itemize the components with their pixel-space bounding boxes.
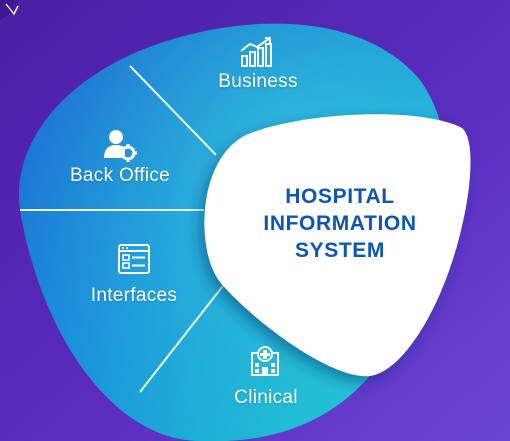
segment-label-clinical: Clinical xyxy=(234,387,298,408)
user-gear-icon xyxy=(103,128,137,162)
corner-decoration xyxy=(0,0,19,20)
segment-label-interfaces: Interfaces xyxy=(90,285,178,306)
segment-label-back-office: Back Office xyxy=(69,165,171,186)
center-circle xyxy=(204,114,471,377)
window-list-icon xyxy=(118,244,150,274)
center-title: HOSPITAL INFORMATION SYSTEM xyxy=(226,183,454,264)
center-title-line-1: HOSPITAL xyxy=(285,185,395,208)
center-title-line-3: SYSTEM xyxy=(295,239,385,262)
divider-interfaces-clinical xyxy=(139,281,227,393)
growth-chart-icon xyxy=(238,36,278,68)
hospital-building-icon xyxy=(249,345,281,377)
center-title-line-2: INFORMATION xyxy=(263,212,417,235)
segment-label-business: Business xyxy=(218,71,298,92)
divider-business-backoffice xyxy=(129,65,217,156)
